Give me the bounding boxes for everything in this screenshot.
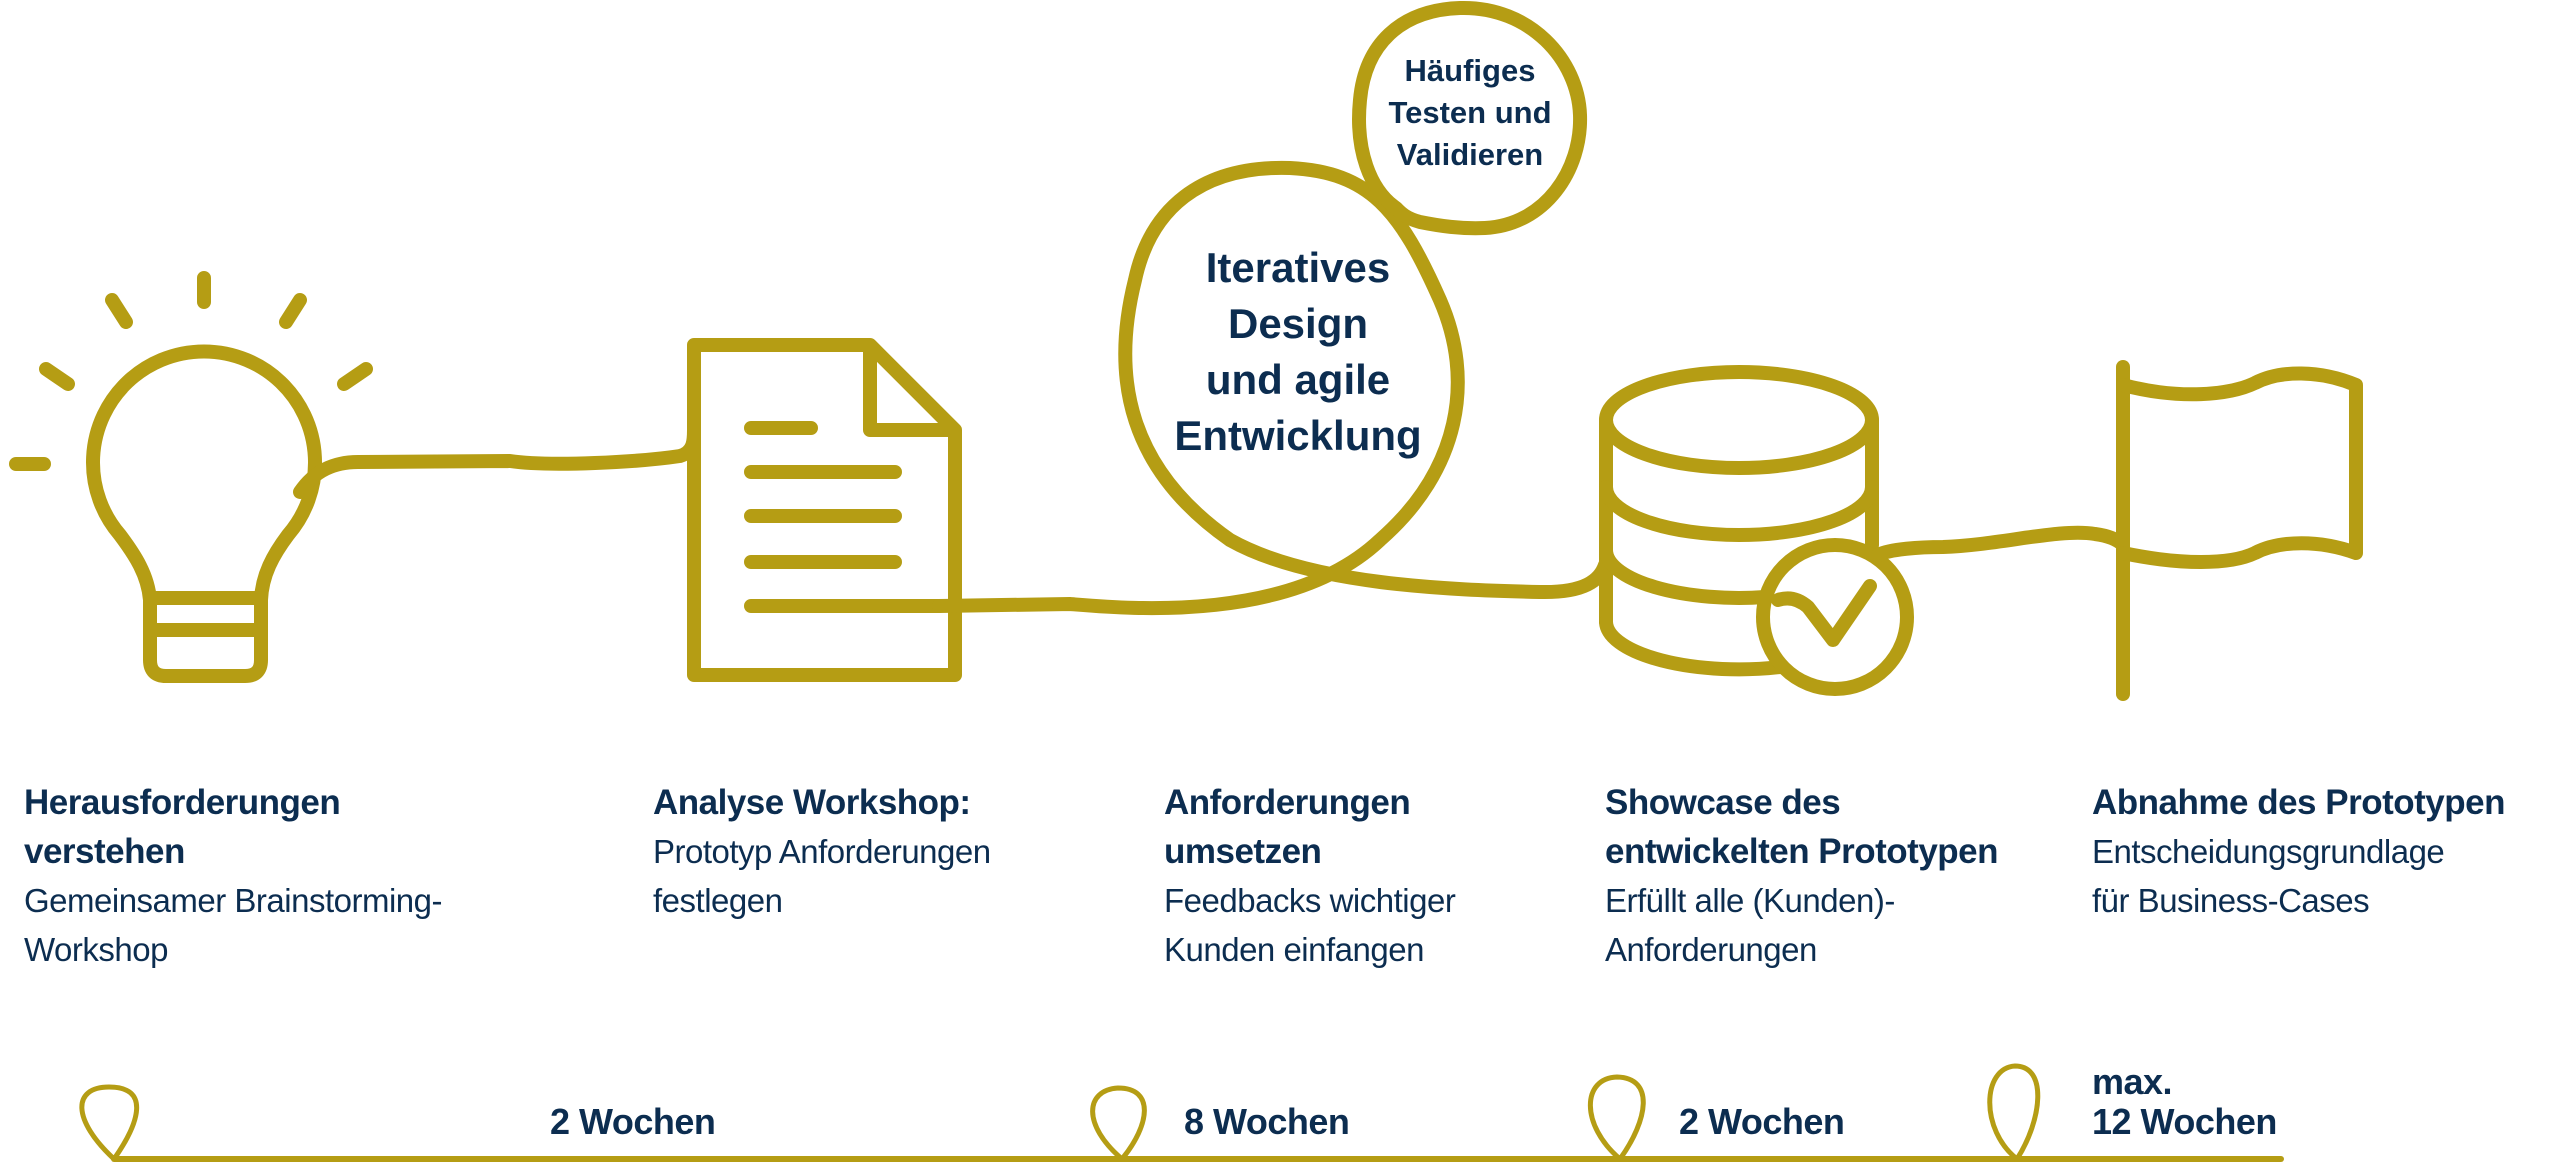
timeline-loop [1987,1063,2041,1162]
step-analysis: Analyse Workshop: Prototyp Anforderungen… [653,778,1123,925]
step-understand: Herausforderungen verstehen Gemeinsamer … [24,778,494,974]
step-title: Herausforderungen verstehen [24,783,341,871]
step-title: umsetzen [1164,832,1322,871]
bubble-line: Design [1227,300,1369,347]
step-description: Workshop [24,931,168,968]
step-description: Kunden einfangen [1164,931,1424,968]
step-description: Anforderungen [1605,931,1817,968]
lightbulb-icon [9,271,373,683]
flag-icon [2116,360,2363,701]
step-description: Entscheidungsgrundlage [2092,833,2445,870]
step-description: Prototyp Anforderungen [653,833,991,870]
step-showcase: Showcase des entwickelten Prototypen Erf… [1605,778,2075,974]
bubble-line: Häufiges [1404,53,1536,88]
connector-line [1871,525,2130,562]
duration-label: 2 Wochen [1679,1101,1845,1142]
step-description: Feedbacks wichtiger [1164,882,1456,919]
timeline-loop [79,1084,140,1162]
document-icon [687,338,962,682]
total-prefix: max. [2092,1061,2173,1102]
step-title: Analyse Workshop: [653,783,971,822]
database-check-icon [1599,365,1914,696]
bubble-line: und agile [1205,356,1391,403]
timeline-loop [1587,1074,1646,1162]
timeline [79,1063,2284,1162]
total-value: 12 Wochen [2092,1101,2277,1142]
step-title: Abnahme des Prototypen [2092,783,2505,822]
connector-line [293,423,701,499]
bubble-line: Entwicklung [1174,412,1422,459]
step-title: entwickelten Prototypen [1605,832,1999,871]
step-title: Showcase des [1605,783,1841,822]
bubble-line: Validieren [1396,137,1544,172]
bubble-line: Iteratives [1205,244,1391,291]
duration-label: 2 Wochen [550,1101,716,1142]
testing-bubble [1352,0,1588,236]
total-duration-label: max. 12 Wochen [2092,1062,2277,1142]
testing-bubble-label: Häufiges Testen und Validieren [1370,50,1570,176]
timeline-loop [1090,1085,1147,1162]
step-description: Gemeinsamer Brainstorming- [24,882,442,919]
iteration-loop [932,160,1612,616]
step-description: festlegen [653,882,783,919]
step-implement: Anforderungen umsetzen Feedbacks wichtig… [1164,778,1634,974]
step-title: Anforderungen [1164,783,1411,822]
step-acceptance: Abnahme des Prototypen Entscheidungsgrun… [2092,778,2560,925]
step-description: für Business-Cases [2092,882,2370,919]
bubble-line: Testen und [1388,95,1552,130]
duration-label: 8 Wochen [1184,1101,1350,1142]
step-description: Erfüllt alle (Kunden)- [1605,882,1895,919]
iteration-label: Iteratives Design und agile Entwicklung [1148,240,1448,464]
